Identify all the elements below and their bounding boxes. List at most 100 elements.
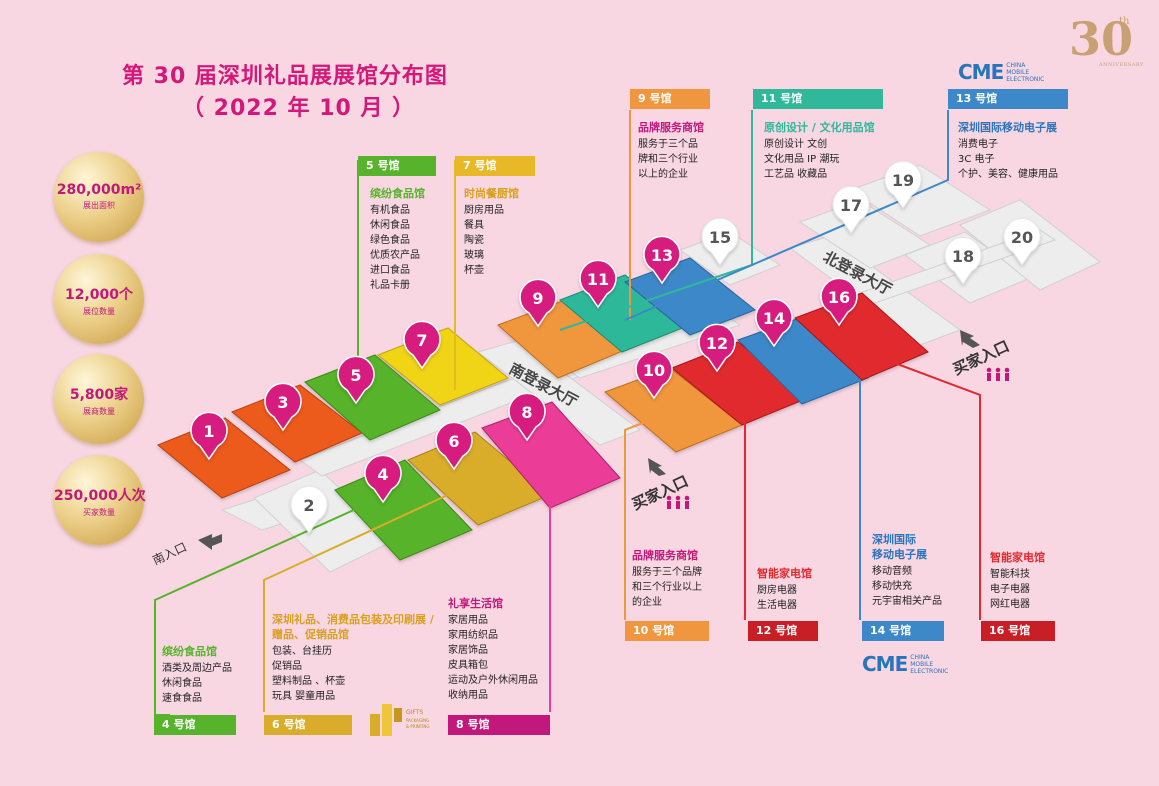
hall-pin-3[interactable]: 3	[264, 382, 302, 432]
info-item: 3C 电子	[958, 154, 995, 165]
info-item: 运动及户外休闲用品	[448, 675, 538, 686]
pin-label: 17	[840, 196, 862, 215]
pin-shape	[1003, 217, 1041, 266]
info-item: 电子电器	[990, 584, 1030, 595]
pin-label: 12	[706, 334, 728, 353]
pin-label: 20	[1011, 228, 1033, 247]
tag-hall-9: 9 号馆	[630, 89, 710, 109]
info-item: 休闲食品	[162, 678, 202, 689]
tag-hall-7: 7 号馆	[455, 156, 535, 176]
pin-shape	[264, 382, 302, 432]
tag-hall-11: 11 号馆	[753, 89, 883, 109]
pin-label: 16	[828, 288, 850, 307]
gifts-logo: GIFTS PACKAGING & PRINTING	[370, 704, 429, 736]
info-item: 以上的企业	[638, 169, 688, 180]
info-item: 餐具	[464, 220, 484, 231]
hall-pin-19[interactable]: 19	[884, 160, 922, 209]
hall-pin-1[interactable]: 1	[190, 411, 228, 461]
hall-pin-2[interactable]: 2	[290, 485, 328, 534]
info-item: 个护、美容、健康用品	[958, 169, 1058, 180]
info-hall-13: 深圳国际移动电子展 消费电子 3C 电子 个护、美容、健康用品	[958, 120, 1058, 182]
hall-pin-16[interactable]: 16	[820, 277, 858, 327]
info-hall-11: 原创设计 / 文化用品馆 原创设计 文创 文化用品 IP 潮玩 工艺品 收藏品	[764, 120, 875, 182]
buyer-entrance-arrow-2	[960, 330, 980, 348]
tag-hall-8: 8 号馆	[448, 715, 550, 735]
info-item: 家用纺织品	[448, 630, 498, 641]
cme-line3: ELECTRONIC	[1006, 76, 1045, 83]
info-hall-16: 智能家电馆 智能科技 电子电器 网红电器	[990, 550, 1045, 612]
info-head-2: 移动电子展	[872, 548, 927, 561]
cme-mark: CME	[862, 652, 908, 676]
gifts-text-3: & PRINTING	[406, 724, 429, 729]
badge-text: ANNIVERSARY	[1099, 62, 1144, 68]
info-item: 陶瓷	[464, 235, 484, 246]
info-item: 的企业	[632, 597, 662, 608]
info-hall-12: 智能家电馆 厨房电器 生活电器	[757, 566, 812, 613]
pin-label: 3	[277, 393, 288, 412]
pin-label: 15	[709, 228, 731, 247]
info-item: 塑料制品 、杯壶	[272, 676, 346, 687]
info-item: 玻璃	[464, 250, 484, 261]
pin-shape	[519, 278, 557, 328]
info-item: 厨房用品	[464, 205, 504, 216]
hall-pin-7[interactable]: 7	[403, 320, 441, 370]
hall-pin-11[interactable]: 11	[579, 259, 617, 309]
south-entrance-label: 南入口	[150, 539, 189, 568]
tag-hall-13: 13 号馆	[948, 89, 1068, 109]
info-item: 生活电器	[757, 600, 797, 611]
info-hall-8: 礼享生活馆 家居用品 家用纺织品 家居饰品 皮具箱包 运动及户外休闲用品 收纳用…	[448, 596, 538, 703]
info-item: 绿色食品	[370, 235, 410, 246]
pin-shape	[698, 323, 736, 373]
badge-sup: th	[1119, 16, 1130, 27]
line-h13	[624, 110, 949, 321]
info-hall-4: 缤纷食品馆 酒类及周边产品 休闲食品 速食食品	[162, 644, 232, 706]
info-item: 家居饰品	[448, 645, 488, 656]
info-item: 杯壶	[464, 265, 484, 276]
stat-area: 280,000m² 展出面积	[54, 152, 144, 242]
info-head: 缤纷食品馆	[162, 645, 217, 658]
hall-pin-8[interactable]: 8	[508, 392, 546, 442]
pin-shape	[820, 277, 858, 327]
info-hall-9: 品牌服务商馆 服务于三个品 牌和三个行业 以上的企业	[638, 120, 704, 182]
stat-exhibitors: 5,800家 展商数量	[54, 354, 144, 444]
info-item: 智能科技	[990, 569, 1030, 580]
info-head: 深圳国际移动电子展	[958, 121, 1057, 134]
info-head: 时尚餐厨馆	[464, 187, 519, 200]
line-h10	[624, 411, 671, 620]
hall-pin-9[interactable]: 9	[519, 278, 557, 328]
info-item: 玩具 婴童用品	[272, 691, 336, 702]
hall-pin-20[interactable]: 20	[1003, 217, 1041, 266]
hall-pin-12[interactable]: 12	[698, 323, 736, 373]
hall-pin-15[interactable]: 15	[701, 217, 739, 266]
hall-pin-14[interactable]: 14	[755, 298, 793, 348]
info-head-2: 赠品、促销品馆	[272, 628, 349, 641]
info-item: 厨房电器	[757, 585, 797, 596]
info-hall-6: 深圳礼品、消费品包装及印刷展 / 赠品、促销品馆 包装、台挂历 促销品 塑料制品…	[272, 612, 434, 704]
anniversary-badge: 30 th ANNIVERSARY	[1069, 16, 1144, 76]
hall-pin-5[interactable]: 5	[337, 355, 375, 405]
pin-label: 9	[532, 289, 543, 308]
stat-booths: 12,000个 展位数量	[54, 254, 144, 344]
stat-label: 展位数量	[83, 307, 115, 316]
hall-pin-10[interactable]: 10	[635, 350, 673, 400]
info-item: 进口食品	[370, 265, 410, 276]
hall-pin-18[interactable]: 18	[944, 236, 982, 285]
info-item: 优质农产品	[370, 250, 420, 261]
hall-pin-17[interactable]: 17	[832, 185, 870, 234]
info-item: 休闲食品	[370, 220, 410, 231]
pin-label: 18	[952, 247, 974, 266]
info-item: 元宇宙相关产品	[872, 596, 942, 607]
pin-shape	[290, 485, 328, 534]
hall-pin-4[interactable]: 4	[364, 454, 402, 504]
cme-line2: MOBILE	[910, 661, 934, 668]
info-item: 酒类及周边产品	[162, 663, 232, 674]
hall-pin-13[interactable]: 13	[643, 235, 681, 285]
info-head: 品牌服务商馆	[638, 121, 704, 134]
info-hall-7: 时尚餐厨馆 厨房用品 餐具 陶瓷 玻璃 杯壶	[464, 186, 519, 278]
pin-label: 10	[643, 361, 665, 380]
info-head: 礼享生活馆	[448, 597, 503, 610]
hall-pin-6[interactable]: 6	[435, 421, 473, 471]
info-item: 移动快充	[872, 581, 912, 592]
